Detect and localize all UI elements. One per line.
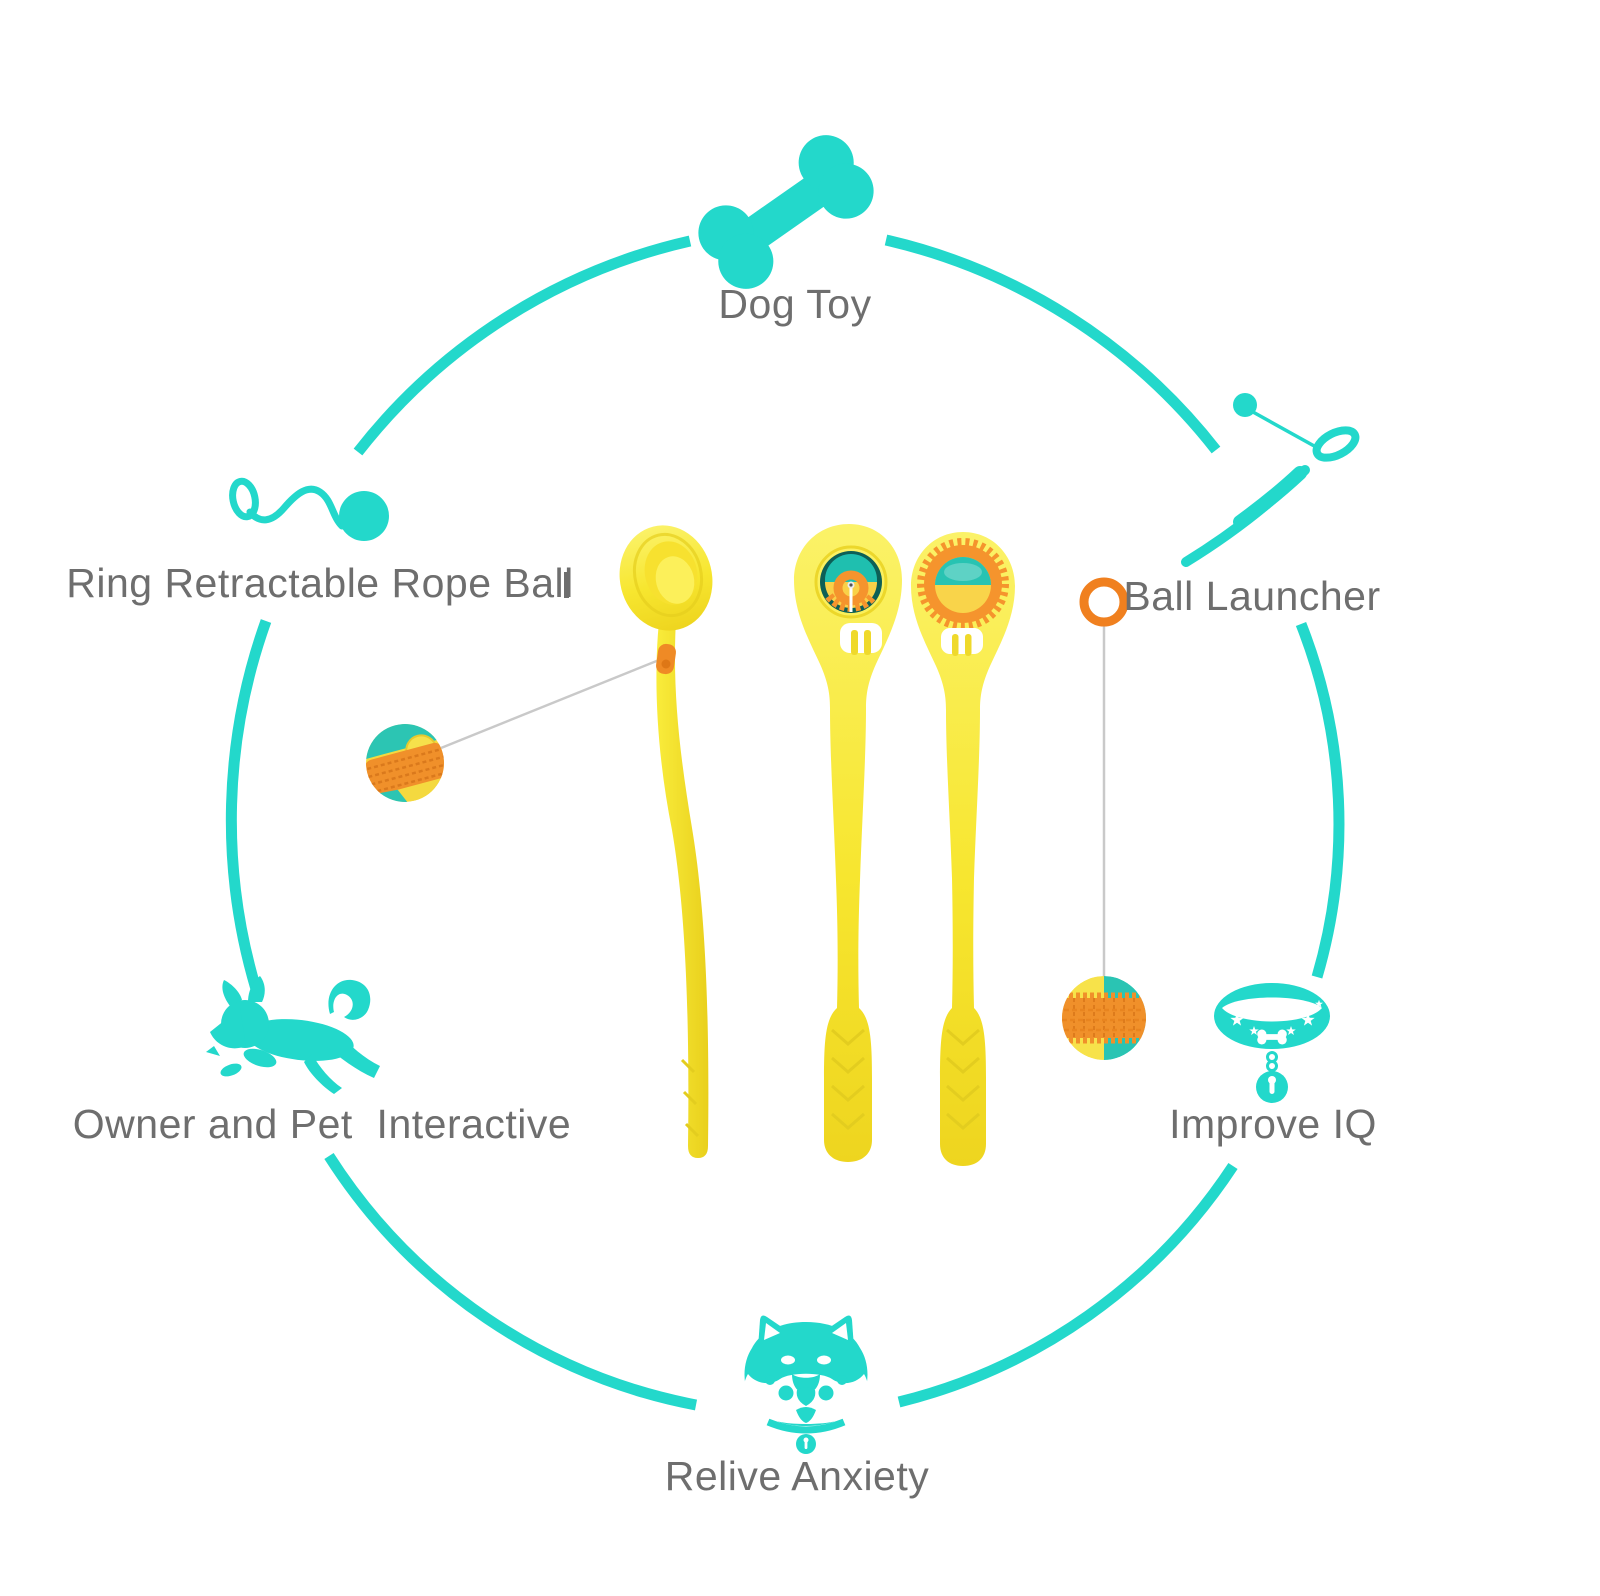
arc-bottom-right <box>897 1162 1238 1408</box>
hanging-ball <box>1062 976 1146 1060</box>
launcher-side-view <box>619 525 713 1158</box>
running-dog-icon <box>206 976 380 1094</box>
arc-top-right <box>884 234 1221 454</box>
launcher-front-view <box>794 524 902 1162</box>
ball-launcher-icon <box>1181 393 1360 567</box>
label-dog-toy: Dog Toy <box>718 281 872 327</box>
rope-string-left <box>440 656 665 750</box>
string-clip <box>656 643 676 675</box>
bone-icon <box>687 124 885 300</box>
arc-bottom-left <box>324 1153 698 1411</box>
tether-strings <box>440 620 1106 980</box>
dog-collar-icon <box>1214 983 1330 1103</box>
arc-top-left <box>353 235 692 456</box>
launcher-back-view <box>911 532 1015 1166</box>
label-ring-retractable-rope-ball: Ring Retractable Rope Ball <box>66 560 574 606</box>
label-owner-and-pet-interactive: Owner and Pet Interactive <box>72 1101 572 1147</box>
stray-mark <box>564 572 569 598</box>
label-improve-iq: Improve IQ <box>1169 1101 1377 1147</box>
label-relive-anxiety: Relive Anxiety <box>664 1453 930 1499</box>
label-ball-launcher: Ball Launcher <box>1123 573 1381 619</box>
arc-right <box>1295 621 1345 979</box>
tethered-rope-ball <box>357 715 449 803</box>
arc-left <box>225 619 272 991</box>
orange-ring <box>1079 577 1129 627</box>
rope-ball-icon <box>229 477 389 541</box>
shiba-face-icon <box>743 1315 869 1454</box>
circle-arcs <box>225 234 1345 1411</box>
